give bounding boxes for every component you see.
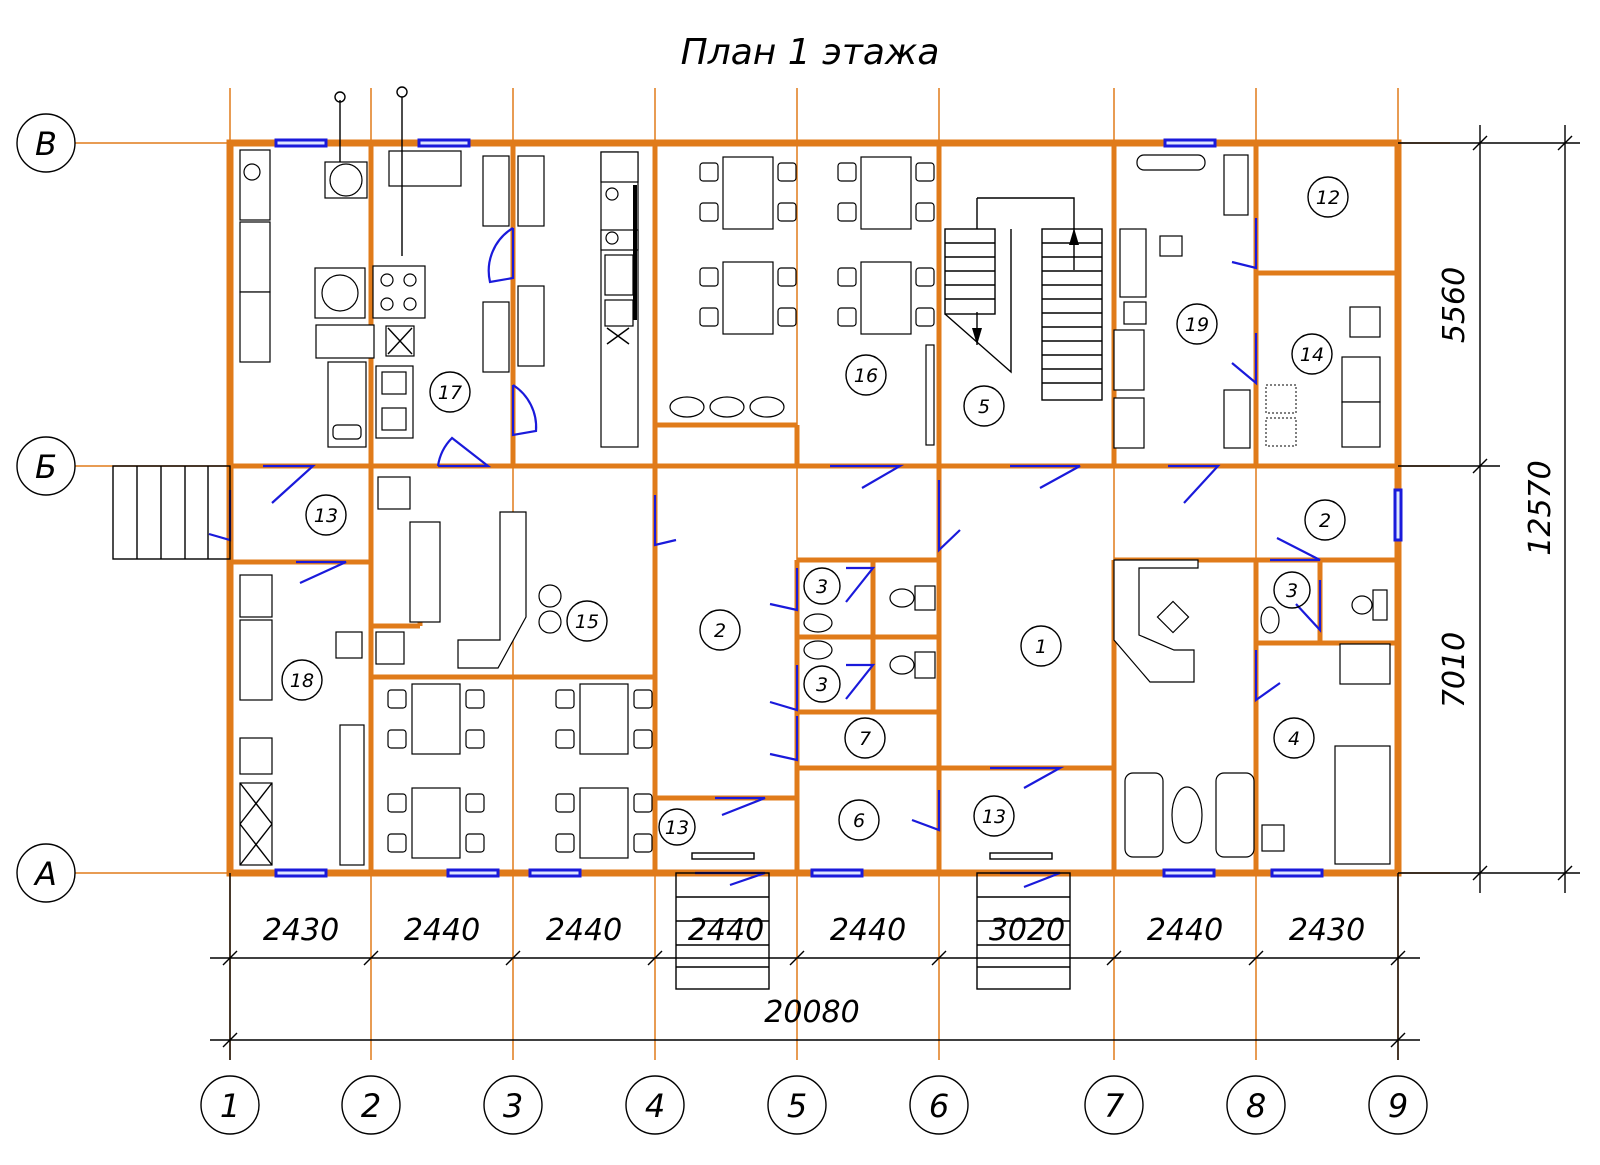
- axis-label: 2: [361, 1087, 381, 1125]
- doors: [208, 218, 1322, 889]
- dimension-value: 2440: [404, 913, 480, 948]
- stair-interior: [944, 197, 1103, 401]
- room-label: 13: [982, 806, 1006, 828]
- room-label: 17: [438, 382, 462, 404]
- room-label: 2: [1319, 510, 1331, 532]
- room-label: 14: [1300, 344, 1324, 366]
- room-label: 5: [978, 396, 990, 418]
- dimension-value: 2440: [830, 913, 906, 948]
- axis-label: 7: [1104, 1087, 1125, 1125]
- dimension-value: 2440: [1147, 913, 1223, 948]
- dimension-total: 12570: [1523, 460, 1558, 555]
- room-label: 12: [1316, 187, 1340, 209]
- dimension-value: 2430: [1289, 913, 1365, 948]
- axis-label: 6: [929, 1087, 949, 1125]
- axis-label: В: [35, 125, 57, 163]
- dimension-value: 5560: [1437, 267, 1472, 343]
- room-label: 13: [665, 817, 689, 839]
- axis-label: 1: [220, 1087, 240, 1125]
- room-label: 6: [853, 810, 865, 832]
- dimension-value: 2440: [688, 913, 764, 948]
- furniture-dining-16: [669, 156, 935, 446]
- room-labels: 17 16 5 19 12 14 13 15 2 3 3 7 6 13 1 13…: [281, 176, 1349, 846]
- dimension-value: 2440: [546, 913, 622, 948]
- room-label: 13: [314, 505, 338, 527]
- furniture-office-19: [1113, 154, 1381, 449]
- room-label: 2: [714, 620, 726, 642]
- dimensions: [210, 125, 1580, 1060]
- dimension-value: 2430: [263, 913, 339, 948]
- plan-title: План 1 этажа: [681, 32, 940, 73]
- furniture-kitchen: [239, 86, 510, 448]
- interior-walls: [230, 143, 1398, 873]
- stair-exterior: [112, 465, 1071, 990]
- room-label: 18: [290, 670, 314, 692]
- axis-label: 4: [645, 1087, 665, 1125]
- dimension-total: 20080: [764, 995, 859, 1030]
- axis-label: Б: [35, 448, 57, 486]
- dimension-value: 7010: [1437, 632, 1472, 708]
- room-label: 4: [1288, 728, 1300, 750]
- axis-label: 3: [503, 1087, 523, 1125]
- room-label: 1: [1035, 636, 1047, 658]
- axis-label: 5: [787, 1087, 807, 1125]
- room-label: 19: [1185, 314, 1209, 336]
- dimension-value: 3020: [989, 913, 1065, 948]
- windows: [274, 138, 1403, 878]
- axis-label: А: [33, 855, 57, 893]
- room-label: 3: [816, 576, 828, 598]
- room-label: 3: [816, 674, 828, 696]
- room-label: 7: [859, 728, 871, 750]
- axis-label: 8: [1246, 1087, 1266, 1125]
- furniture-lower-right: [803, 559, 1391, 865]
- axis-bubbles: В Б А 1 2 3 4 5 6 7 8 9: [16, 113, 1428, 1135]
- room-label: 15: [575, 611, 599, 633]
- furniture-lower-left: [239, 476, 653, 866]
- room-label: 3: [1286, 580, 1298, 602]
- axis-label: 9: [1388, 1087, 1408, 1125]
- room-label: 16: [854, 365, 878, 387]
- dimension-values: 2430 2440 2440 2440 2440 3020 2440 2430 …: [263, 267, 1558, 1030]
- furniture-service: [517, 151, 639, 448]
